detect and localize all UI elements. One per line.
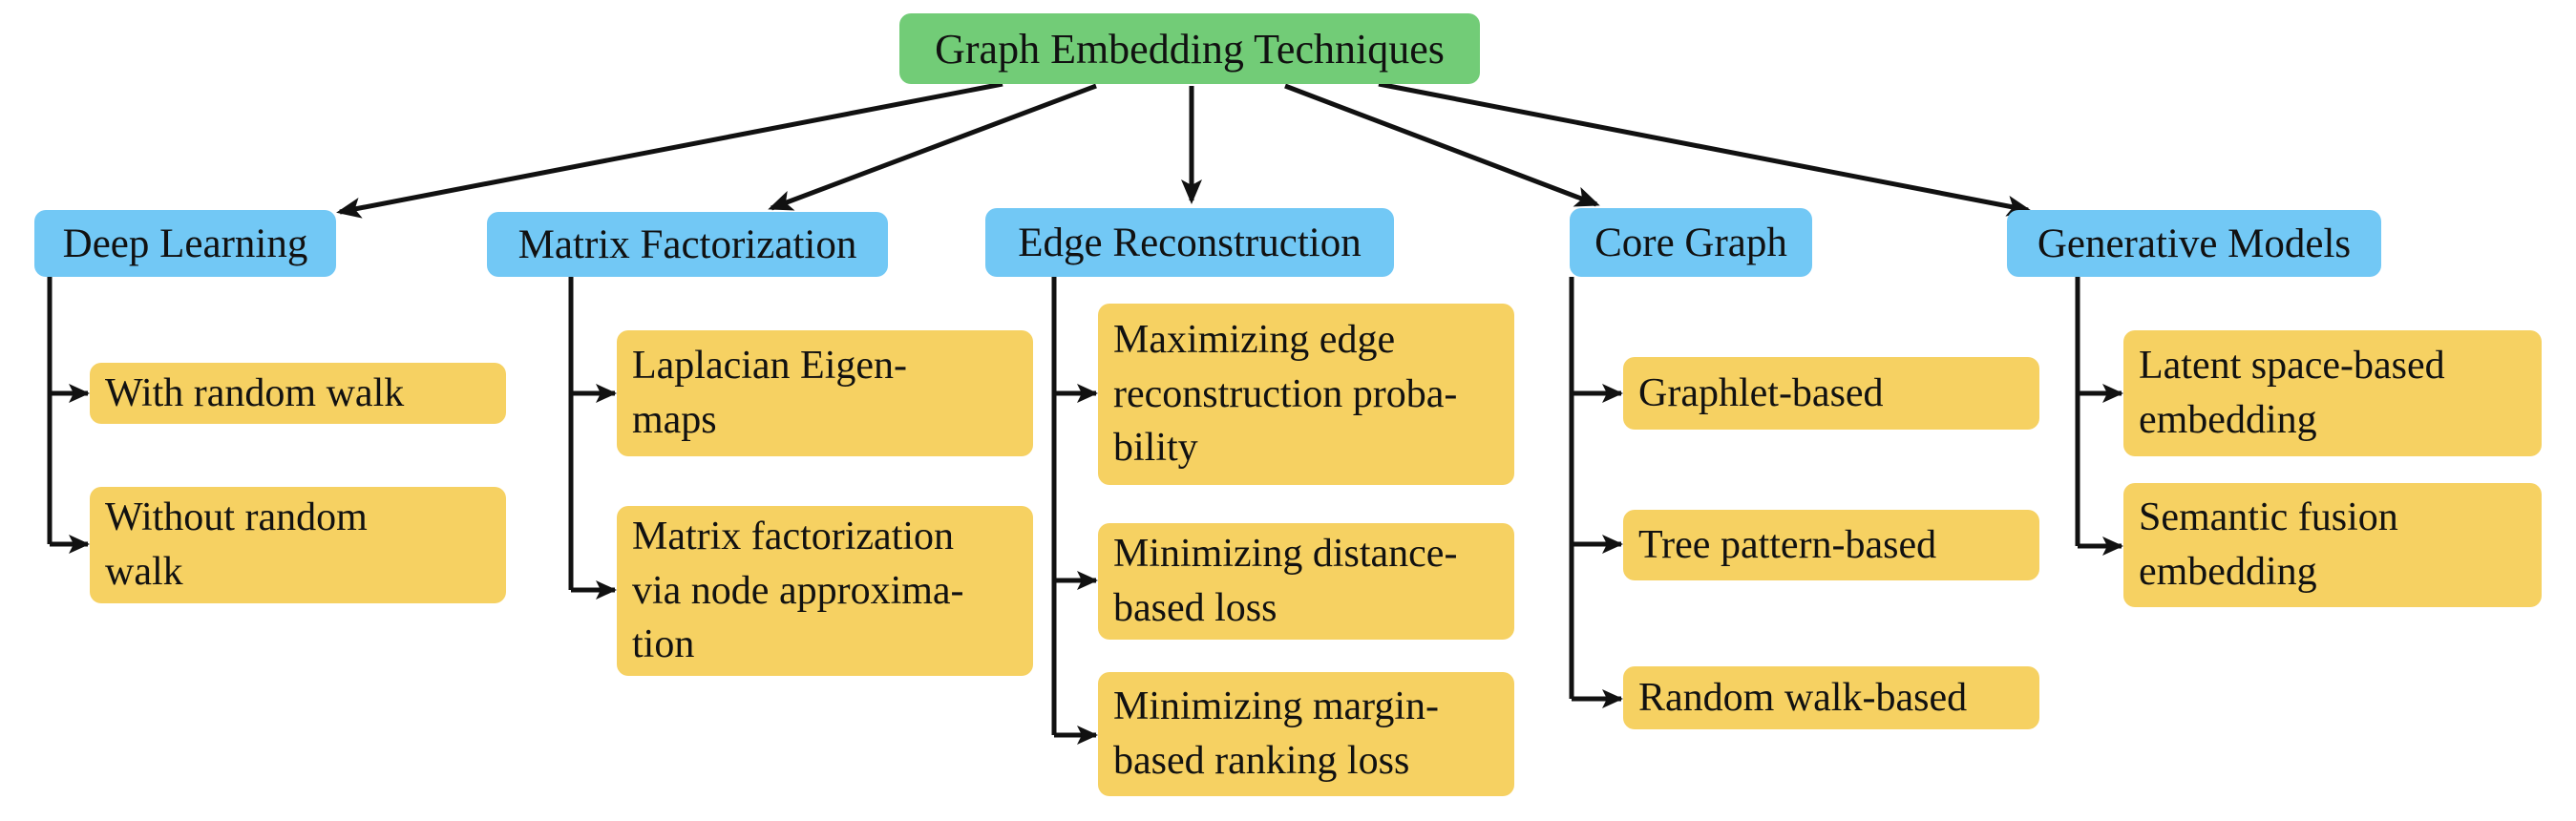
edge-root-core-graph bbox=[1284, 83, 1600, 207]
leaf-line: tion bbox=[632, 622, 695, 667]
leaf-generative-models-2: Semantic fusion embedding bbox=[2123, 483, 2542, 607]
leaf-line: embedding bbox=[2139, 550, 2317, 594]
leaf-line: walk bbox=[105, 550, 183, 594]
category-label: Generative Models bbox=[2037, 221, 2352, 266]
edge-root-matrix-factorization bbox=[768, 83, 1097, 211]
category-edge-reconstruction: Edge Reconstruction bbox=[985, 208, 1394, 277]
leaf-line: based ranking loss bbox=[1113, 739, 1410, 783]
category-generative-models: Generative Models bbox=[2007, 210, 2381, 277]
edge-root-generative-models bbox=[1378, 81, 2032, 217]
leaf-line: via node approxima- bbox=[632, 568, 964, 613]
leaf-line: Laplacian Eigen- bbox=[632, 344, 908, 389]
leaf-edge-reconstruction-2: Minimizing distance- based loss bbox=[1098, 523, 1514, 640]
leaf-deep-learning-2: Without random walk bbox=[90, 487, 506, 603]
category-label: Core Graph bbox=[1594, 220, 1787, 265]
category-core-graph: Core Graph bbox=[1570, 208, 1812, 277]
leaf-line: Matrix factorization bbox=[632, 514, 955, 558]
leaf-line: Minimizing margin- bbox=[1113, 684, 1440, 729]
leaf-line: Maximizing edge bbox=[1113, 317, 1396, 362]
leaf-line: Latent space-based bbox=[2139, 344, 2445, 389]
leaf-line: Minimizing distance- bbox=[1113, 532, 1458, 577]
category-label: Edge Reconstruction bbox=[1018, 220, 1362, 265]
category-deep-learning: Deep Learning bbox=[34, 210, 336, 277]
leaf-line: With random walk bbox=[105, 370, 405, 415]
leaf-line: bility bbox=[1113, 426, 1198, 471]
edge-root-deep-learning bbox=[336, 81, 1003, 219]
leaf-matrix-factorization-2: Matrix factorization via node approxima-… bbox=[617, 506, 1033, 676]
leaf-line: Tree pattern-based bbox=[1638, 522, 1937, 567]
leaf-core-graph-3: Random walk-based bbox=[1623, 666, 2039, 729]
leaf-line: based loss bbox=[1113, 586, 1277, 630]
leaf-core-graph-2: Tree pattern-based bbox=[1623, 510, 2039, 580]
leaf-line: reconstruction proba- bbox=[1113, 371, 1458, 416]
leaf-line: Random walk-based bbox=[1638, 675, 1968, 720]
leaf-line: Graphlet-based bbox=[1638, 370, 1884, 415]
leaf-line: Without random bbox=[105, 495, 368, 540]
root-label: Graph Embedding Techniques bbox=[935, 25, 1445, 73]
leaf-line: embedding bbox=[2139, 398, 2317, 442]
leaf-line: maps bbox=[632, 398, 717, 442]
root-node: Graph Embedding Techniques bbox=[899, 13, 1480, 84]
leaf-line: Semantic fusion bbox=[2139, 495, 2398, 540]
leaf-generative-models-1: Latent space-based embedding bbox=[2123, 330, 2542, 456]
leaf-core-graph-1: Graphlet-based bbox=[1623, 357, 2039, 430]
leaf-matrix-factorization-1: Laplacian Eigen- maps bbox=[617, 330, 1033, 456]
category-label: Deep Learning bbox=[62, 221, 308, 266]
leaf-deep-learning-1: With random walk bbox=[90, 363, 506, 424]
category-label: Matrix Factorization bbox=[517, 221, 857, 267]
category-matrix-factorization: Matrix Factorization bbox=[487, 212, 888, 277]
leaf-edge-reconstruction-1: Maximizing edge reconstruction proba- bi… bbox=[1098, 304, 1514, 485]
leaf-edge-reconstruction-3: Minimizing margin- based ranking loss bbox=[1098, 672, 1514, 796]
